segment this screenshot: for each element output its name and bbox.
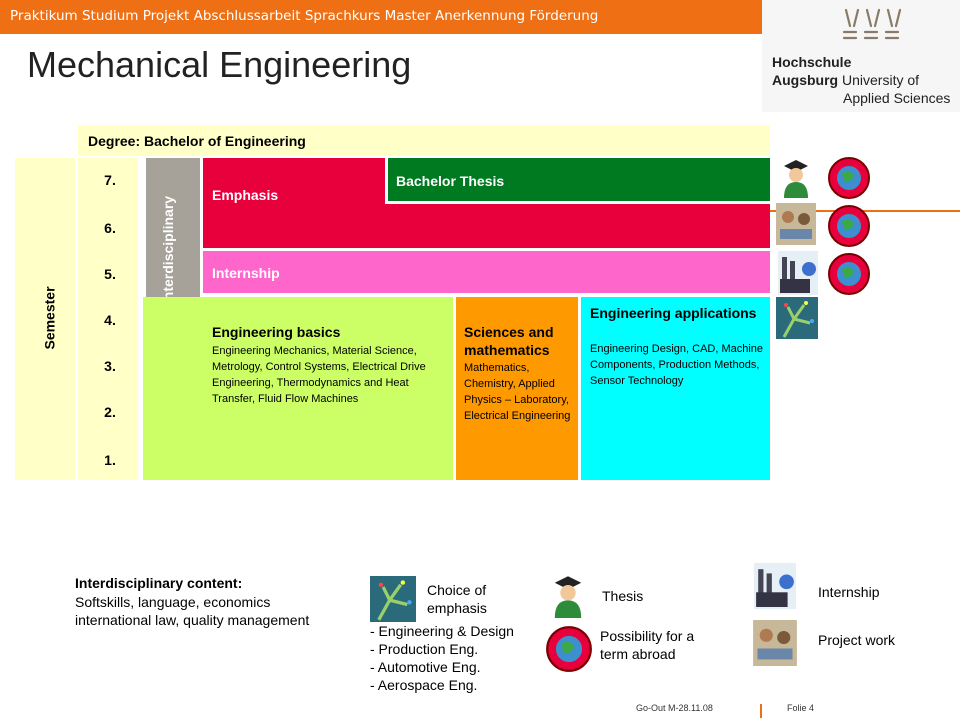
footer-code: Go-Out M-28.11.08 [636,703,713,713]
logo [762,0,960,112]
factory-icon [778,251,818,295]
hochschule-logo-icon [842,8,902,40]
graduate-icon [784,160,808,198]
bachelor-thesis-label: Bachelor Thesis [396,173,505,189]
sciences-block [456,297,578,480]
semester-numbers [78,158,138,480]
semester-label: Semester [41,286,58,350]
bachelor-thesis-block [385,158,770,204]
engineering-basics-text: Engineering Mechanics, Material Science,… [212,345,426,405]
legend-internship: Internship [818,584,880,600]
semester-number: 7. [104,172,116,188]
globe-icon [828,205,870,247]
emphasis-tree-icon [776,297,818,339]
engineering-basics-block [143,297,453,480]
interdisciplinary-label: Interdisciplinary [160,195,177,305]
legend-choice-item: - Automotive Eng. [370,659,481,675]
globe-icon [828,157,870,199]
logo-text-line-2: Augsburg University of [772,72,919,88]
degree-banner: Degree: Bachelor of Engineering [78,125,770,156]
interdisciplinary-label-wrap: Interdisciplinary [152,196,196,304]
semester-number: 6. [104,220,116,236]
legend-interdisciplinary-text: Softskills, language, economics internat… [75,594,310,628]
legend-choice-item: - Production Eng. [370,641,479,657]
sciences-text: Mathematics, Chemistry, Applied Physics … [464,362,571,422]
legend-thesis: Thesis [602,588,644,604]
sciences-title: Sciences and mathematics [464,324,554,358]
top-nav-bar [0,0,762,34]
logo-text-line-1: Hochschule [772,54,852,70]
logo-text-rest: University of [838,72,920,88]
top-nav-text[interactable]: Praktikum Studium Projekt Abschlussarbei… [10,8,599,24]
emphasis-tree-icon [370,576,416,622]
emphasis-label: Emphasis [212,187,279,203]
legend-choice-list: - Engineering & Design - Production Eng.… [370,622,514,694]
semester-number: 3. [104,358,116,374]
legend-choice-label: Choice of emphasis [427,582,487,616]
legend-interdisciplinary-title: Interdisciplinary content: [75,575,243,591]
semester-label-wrap: Semester [30,286,70,349]
semester-number: 5. [104,266,116,282]
engineering-applications-text: Engineering Design, CAD, Machine Compone… [590,343,764,387]
footer-divider [760,704,762,718]
legend-term-abroad: Possibility for a term abroad [600,628,695,662]
project-work-icon [776,203,816,245]
globe-icon [828,253,870,295]
semester-column [15,158,75,480]
internship-label: Internship [212,265,280,281]
footer-slide-number: Folie 4 [787,703,815,713]
semester-number: 4. [104,312,116,328]
divider-line [770,210,960,212]
engineering-applications-block [581,297,770,480]
legend-choice-item: - Aerospace Eng. [370,677,478,693]
legend-choice-item: - Engineering & Design [370,623,514,639]
semester-number: 1. [104,452,116,468]
globe-icon [546,626,592,672]
engineering-basics-title: Engineering basics [212,324,341,340]
factory-icon [754,562,796,610]
page-title: Mechanical Engineering [27,44,412,85]
engineering-applications-title: Engineering applications [590,305,757,321]
logo-text-line-3: Applied Sciences [843,90,951,106]
logo-text-bold: Augsburg [772,72,839,88]
graduate-icon [554,576,582,618]
semester-number: 2. [104,404,116,420]
project-work-icon [753,620,797,666]
legend-project-work: Project work [818,632,896,648]
internship-block [203,251,770,293]
